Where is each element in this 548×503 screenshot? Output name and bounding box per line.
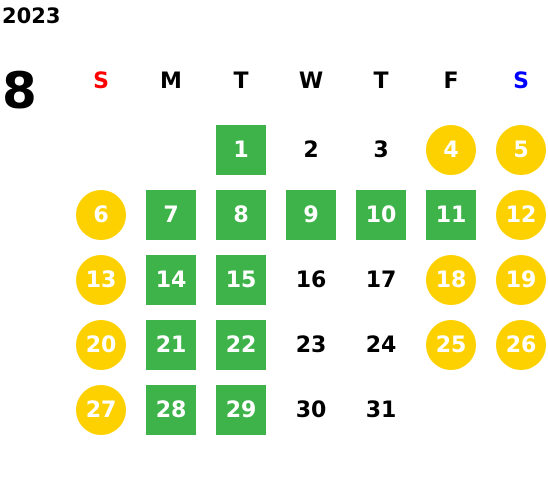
day-cell-31[interactable]: 31 (365, 397, 397, 423)
day-cell-14[interactable]: 14 (146, 255, 196, 305)
day-cell-6[interactable]: 6 (76, 190, 126, 240)
day-cell-26[interactable]: 26 (496, 320, 546, 370)
weekday-wed: W (298, 69, 324, 94)
day-cell-4[interactable]: 4 (426, 125, 476, 175)
day-cell-22[interactable]: 22 (216, 320, 266, 370)
day-cell-25[interactable]: 25 (426, 320, 476, 370)
weekday-thu: T (373, 69, 389, 94)
weekday-mon: M (160, 69, 182, 94)
day-cell-1[interactable]: 1 (216, 125, 266, 175)
weekday-tue: T (233, 69, 249, 94)
day-cell-23[interactable]: 23 (295, 332, 327, 358)
day-cell-8[interactable]: 8 (216, 190, 266, 240)
day-cell-10[interactable]: 10 (356, 190, 406, 240)
day-cell-13[interactable]: 13 (76, 255, 126, 305)
day-cell-28[interactable]: 28 (146, 385, 196, 435)
day-cell-7[interactable]: 7 (146, 190, 196, 240)
day-cell-27[interactable]: 27 (76, 385, 126, 435)
day-cell-29[interactable]: 29 (216, 385, 266, 435)
day-cell-15[interactable]: 15 (216, 255, 266, 305)
day-cell-20[interactable]: 20 (76, 320, 126, 370)
day-cell-12[interactable]: 12 (496, 190, 546, 240)
month-number: 8 (2, 62, 37, 120)
day-cell-2[interactable]: 2 (303, 137, 319, 163)
day-cell-3[interactable]: 3 (373, 137, 389, 163)
day-cell-21[interactable]: 21 (146, 320, 196, 370)
day-cell-24[interactable]: 24 (365, 332, 397, 358)
day-cell-9[interactable]: 9 (286, 190, 336, 240)
day-cell-18[interactable]: 18 (426, 255, 476, 305)
day-cell-30[interactable]: 30 (295, 397, 327, 423)
day-cell-17[interactable]: 17 (365, 267, 397, 293)
weekday-fri: F (443, 69, 459, 94)
day-cell-5[interactable]: 5 (496, 125, 546, 175)
day-cell-16[interactable]: 16 (295, 267, 327, 293)
weekday-sat: S (513, 69, 529, 94)
day-cell-19[interactable]: 19 (496, 255, 546, 305)
day-cell-11[interactable]: 11 (426, 190, 476, 240)
year-label: 2023 (2, 4, 61, 28)
weekday-sun: S (93, 69, 109, 94)
